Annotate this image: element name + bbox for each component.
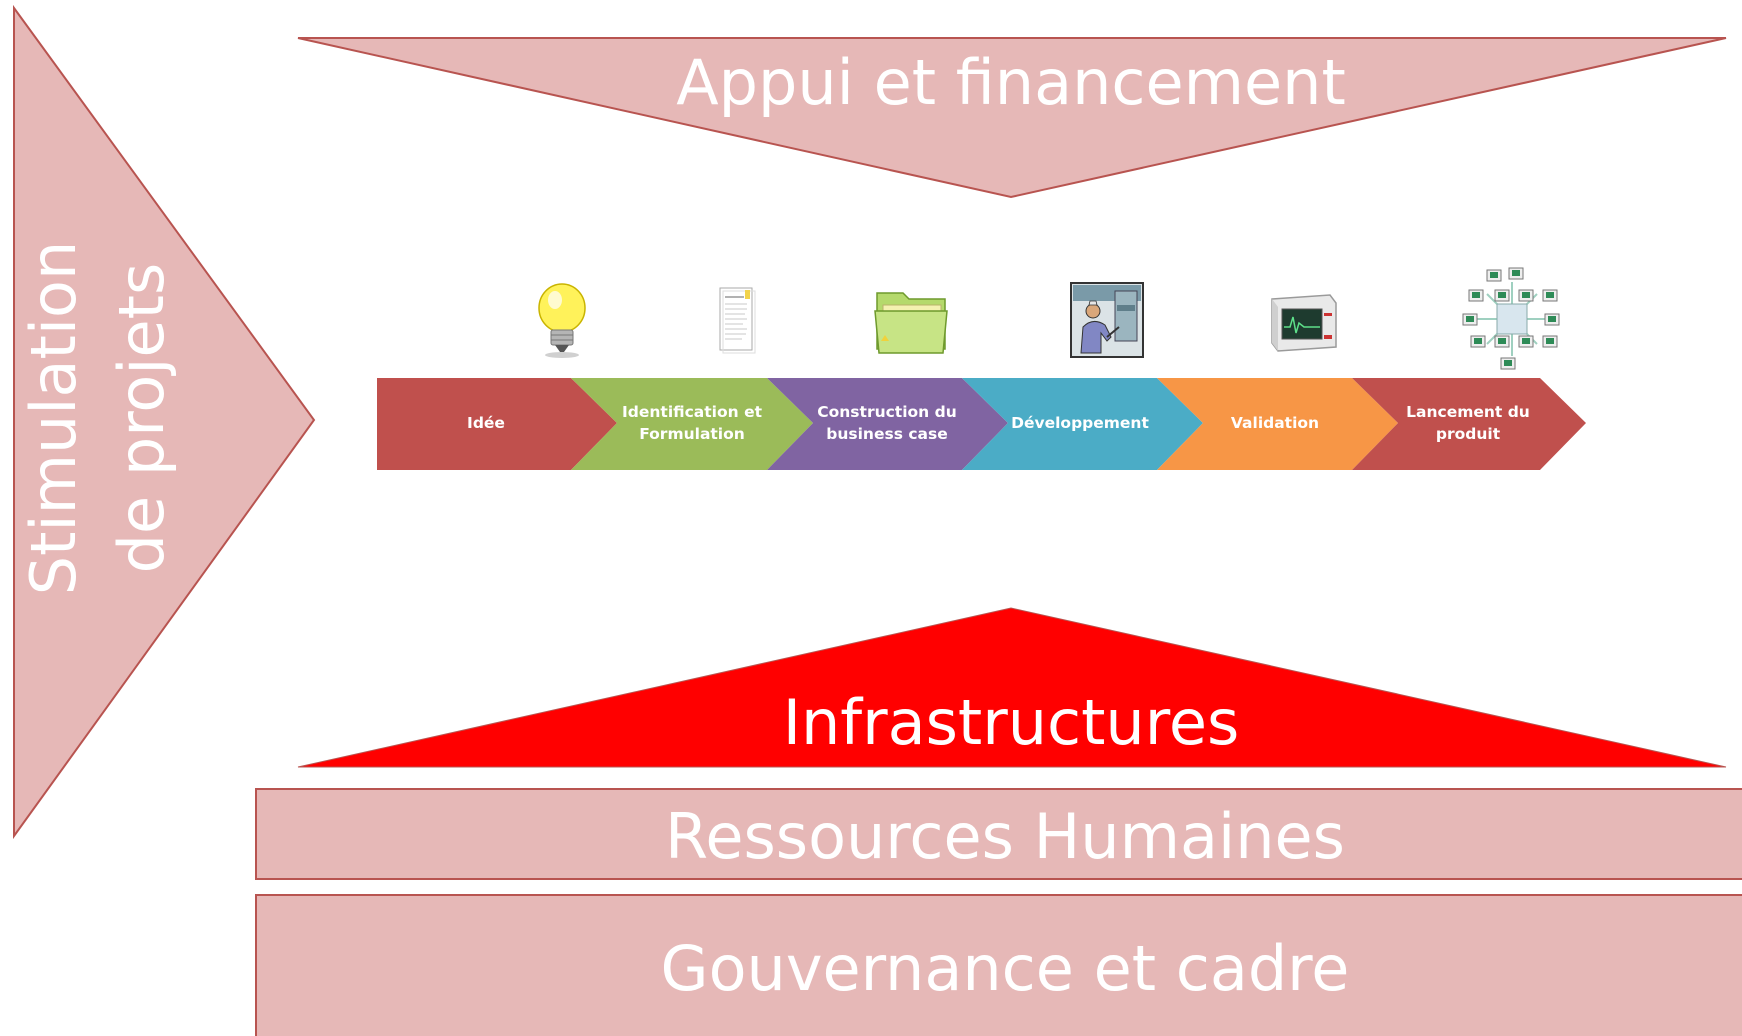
chevron-identification bbox=[571, 378, 813, 470]
chevron-idee bbox=[377, 378, 617, 470]
step-label-lancement: Lancement du produit bbox=[1406, 403, 1530, 443]
step-label-developpement: Développement bbox=[1011, 414, 1149, 432]
folder-icon bbox=[874, 292, 948, 354]
document-icon bbox=[719, 287, 756, 354]
human-resources-bar bbox=[255, 788, 1742, 880]
engineer-icon bbox=[1070, 282, 1144, 358]
chevron-developpement bbox=[962, 378, 1203, 470]
infrastructure-triangle bbox=[297, 607, 1727, 768]
human-resources-label: Ressources Humaines bbox=[665, 800, 1345, 873]
governance-label: Gouvernance et cadre bbox=[660, 932, 1350, 1005]
process-chevrons bbox=[377, 378, 1586, 470]
step-label-construction: Construction du business case bbox=[817, 403, 957, 443]
stimulation-label: Stimulation de projets bbox=[17, 240, 178, 596]
chevron-validation bbox=[1157, 378, 1398, 470]
monitor-icon bbox=[1271, 294, 1337, 352]
chevron-construction bbox=[767, 378, 1008, 470]
governance-bar bbox=[255, 894, 1742, 1036]
funding-label: Appui et financement bbox=[676, 46, 1346, 119]
lightbulb-icon bbox=[538, 283, 586, 358]
step-label-validation: Validation bbox=[1230, 414, 1320, 432]
step-label-idee: Idée bbox=[467, 414, 505, 432]
funding-arrow bbox=[297, 37, 1727, 199]
chevron-lancement bbox=[1352, 378, 1586, 470]
network-icon bbox=[1462, 267, 1560, 370]
step-label-identification: Identification et Formulation bbox=[622, 403, 762, 443]
stimulation-arrow bbox=[13, 4, 316, 840]
infrastructure-label: Infrastructures bbox=[782, 686, 1240, 759]
